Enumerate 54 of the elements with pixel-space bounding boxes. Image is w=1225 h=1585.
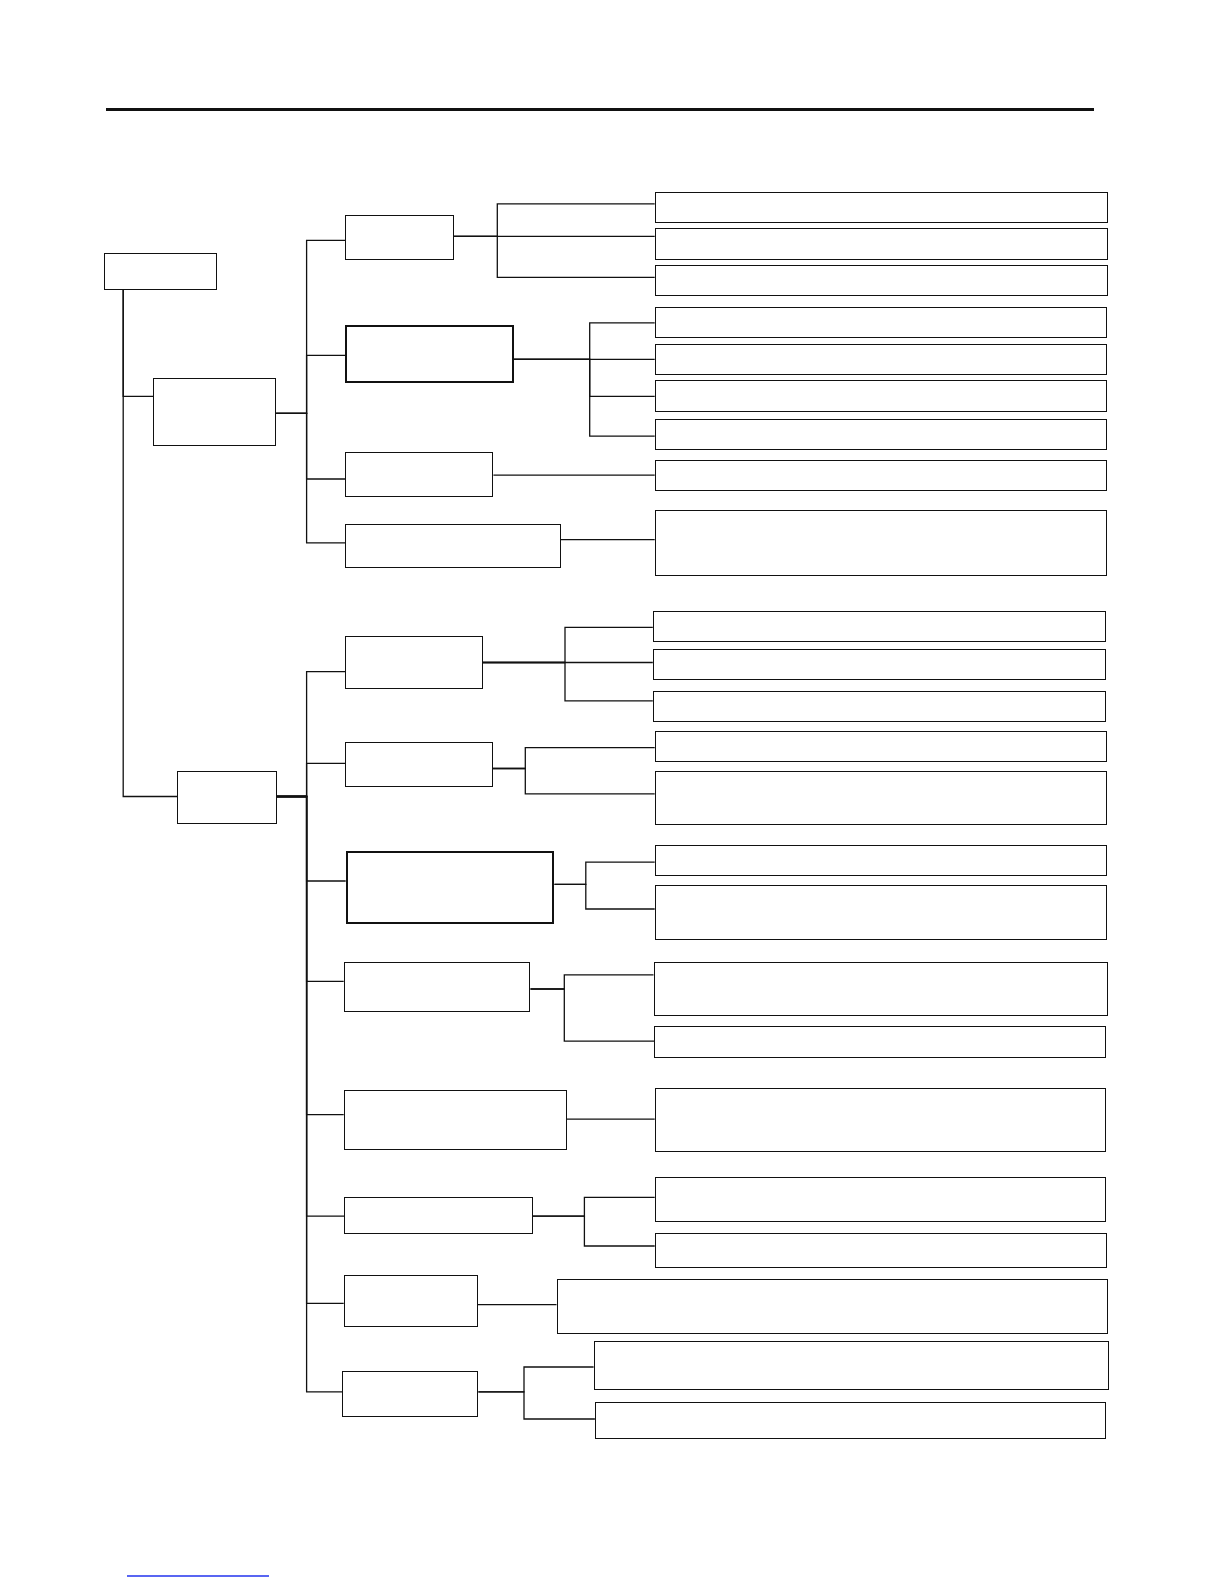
connector-line	[477, 1391, 596, 1420]
connector-line	[275, 412, 346, 544]
connector-line	[532, 1215, 656, 1247]
empty-box	[153, 377, 277, 447]
empty-box	[654, 509, 1107, 576]
empty-box	[654, 1026, 1106, 1058]
empty-box	[594, 1402, 1106, 1439]
empty-box	[345, 635, 483, 690]
empty-box	[654, 265, 1108, 297]
empty-box	[593, 1341, 1109, 1390]
empty-box	[654, 730, 1107, 762]
empty-box	[653, 962, 1108, 1016]
empty-box	[652, 611, 1106, 643]
empty-box	[345, 214, 454, 260]
empty-box	[343, 1089, 567, 1151]
empty-box	[345, 523, 561, 569]
empty-box	[654, 380, 1107, 412]
empty-box	[654, 227, 1108, 260]
connector-line	[553, 883, 656, 910]
connector-line	[512, 358, 656, 437]
empty-box	[342, 1371, 479, 1418]
connector-line	[529, 988, 655, 1042]
empty-box	[345, 324, 514, 383]
connector-line	[122, 289, 178, 798]
empty-box	[654, 1088, 1106, 1153]
empty-box	[654, 1233, 1107, 1269]
empty-box	[345, 851, 555, 924]
connector-line	[492, 474, 656, 476]
empty-box	[652, 648, 1106, 680]
empty-box	[654, 770, 1107, 826]
empty-box	[177, 771, 277, 825]
empty-box	[654, 845, 1107, 877]
empty-box	[654, 343, 1107, 375]
connector-line	[477, 1303, 558, 1306]
empty-box	[654, 885, 1107, 940]
empty-box	[654, 460, 1107, 492]
empty-box	[104, 252, 218, 290]
connector-line	[492, 767, 656, 795]
empty-box	[345, 452, 494, 498]
empty-box	[344, 1196, 533, 1235]
empty-box	[654, 1176, 1106, 1222]
empty-box	[345, 741, 493, 788]
connector-line	[276, 795, 344, 1393]
connector-line	[453, 235, 656, 279]
empty-box	[343, 1275, 478, 1328]
empty-box	[654, 419, 1107, 451]
empty-box	[556, 1278, 1108, 1334]
empty-box	[652, 691, 1106, 723]
empty-box	[343, 962, 531, 1013]
empty-box	[654, 307, 1107, 339]
connector-line	[560, 538, 656, 541]
connector-line	[482, 661, 654, 702]
empty-box	[654, 192, 1108, 224]
connector-line	[566, 1118, 656, 1120]
